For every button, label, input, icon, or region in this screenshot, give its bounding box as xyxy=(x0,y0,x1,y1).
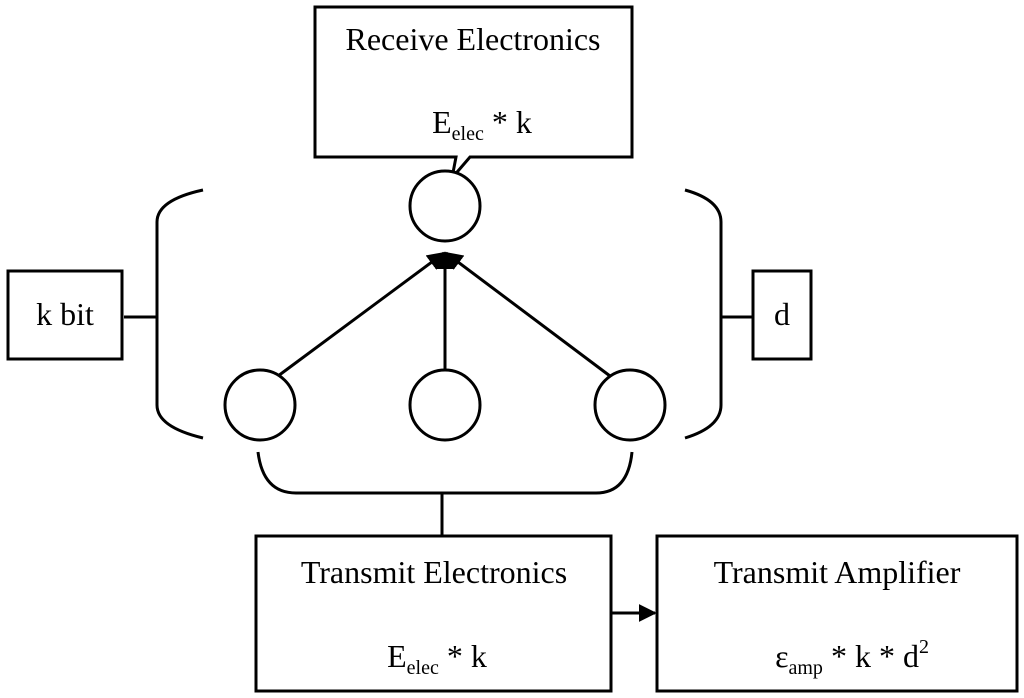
transmit-amplifier-box xyxy=(655,534,1019,693)
receive-electronics-title: Receive Electronics xyxy=(346,21,601,57)
arrow-left-to-receiver xyxy=(277,251,446,378)
receive-electronics-formula: Eelec * k xyxy=(432,104,532,145)
sender-node-right xyxy=(593,368,667,442)
k-bit-box xyxy=(6,269,124,361)
transmit-electronics-box xyxy=(254,534,613,693)
sender-node-left xyxy=(223,368,297,442)
transmit-electronics-formula: Eelec * k xyxy=(387,638,487,679)
d-box xyxy=(751,269,813,361)
k-bit-label: k bit xyxy=(36,296,94,332)
bottom-bracket xyxy=(256,451,634,495)
receiver-node xyxy=(408,169,482,243)
transmit-amplifier-formula: εamp * k * d2 xyxy=(775,636,929,679)
right-brace xyxy=(684,188,723,440)
arrow-right-to-receiver xyxy=(444,251,611,378)
d-label: d xyxy=(774,296,790,332)
left-brace xyxy=(155,188,204,440)
sender-node-middle xyxy=(408,368,482,442)
receive-electronics-box xyxy=(313,5,634,184)
transmit-amplifier-title: Transmit Amplifier xyxy=(714,554,961,590)
transmit-electronics-title: Transmit Electronics xyxy=(301,554,567,590)
